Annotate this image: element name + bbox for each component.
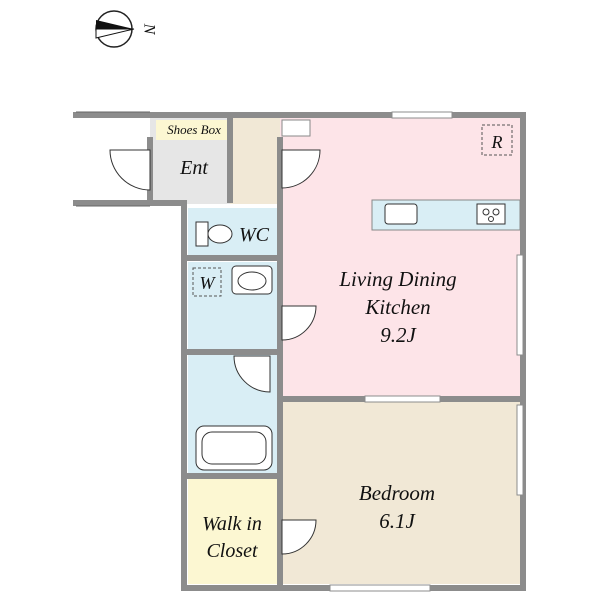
bedroom-name: Bedroom — [359, 481, 435, 505]
bathtub-icon — [195, 425, 273, 471]
ldk-name-line2: Kitchen — [364, 295, 430, 319]
entrance-door — [109, 149, 151, 191]
windows — [329, 111, 524, 592]
walk-in-closet-floor — [188, 478, 278, 584]
north-label: N — [140, 23, 157, 36]
doors — [109, 149, 321, 555]
compass-needle-light — [95, 28, 135, 39]
sink-icon — [384, 203, 418, 225]
bathroom-door — [233, 355, 271, 393]
ldk-floor — [280, 118, 520, 396]
closet-door — [281, 519, 317, 555]
wall-thin-lines — [76, 111, 150, 207]
ldk-entry-door — [281, 149, 321, 189]
washroom-door — [281, 305, 317, 341]
ldk-name-line1: Living Dining — [338, 267, 456, 291]
storage-cabinet — [230, 118, 280, 204]
bedroom-floor — [280, 402, 520, 584]
bedroom-size: 6.1J — [379, 509, 416, 533]
washer-space — [192, 267, 222, 297]
refrigerator-icon — [481, 124, 513, 156]
toilet-icon — [195, 221, 233, 247]
closet-label-line1: Walk in — [202, 513, 262, 535]
wc-label: WC — [239, 224, 270, 246]
entrance-label: Ent — [179, 157, 208, 179]
compass: N — [95, 10, 157, 48]
washbasin-icon — [231, 265, 273, 295]
kitchen-counter — [371, 199, 521, 231]
ldk-size: 9.2J — [380, 323, 417, 347]
refrigerator-label: R — [491, 132, 503, 152]
closet-label-line2: Closet — [206, 540, 258, 562]
washer-label: W — [200, 273, 217, 293]
shoes-box-label: Shoes Box — [167, 122, 221, 137]
shoes-box — [156, 120, 230, 140]
stove-icon — [476, 203, 506, 225]
meter-box — [281, 119, 311, 137]
compass-needle-dark — [96, 20, 134, 29]
